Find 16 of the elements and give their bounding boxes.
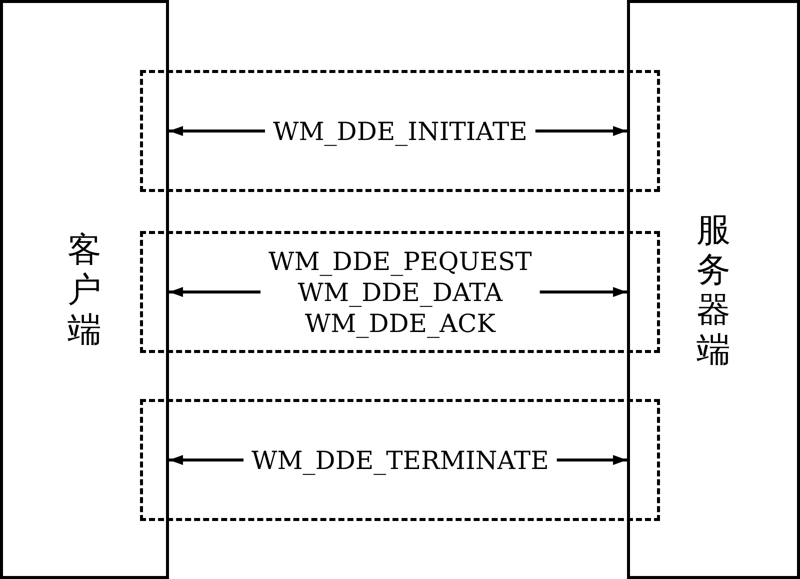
message-group-box — [140, 70, 660, 192]
arrow — [169, 455, 244, 465]
arrow — [169, 287, 260, 297]
endpoint-label: 服务器端 — [696, 210, 732, 370]
arrow — [540, 287, 627, 297]
arrow — [169, 126, 265, 136]
message-text: WM_DDE_INITIATE — [269, 116, 532, 146]
message-group-box — [140, 231, 660, 353]
endpoint-box — [0, 0, 169, 579]
message-text: WM_DDE_PEQUEST WM_DDE_DATA WM_DDE_ACK — [264, 246, 536, 338]
arrow — [556, 455, 627, 465]
endpoint-box — [627, 0, 800, 579]
arrow — [535, 126, 627, 136]
message-group-box — [140, 399, 660, 521]
message-text: WM_DDE_TERMINATE — [248, 444, 553, 476]
endpoint-label: 客户端 — [66, 230, 102, 350]
